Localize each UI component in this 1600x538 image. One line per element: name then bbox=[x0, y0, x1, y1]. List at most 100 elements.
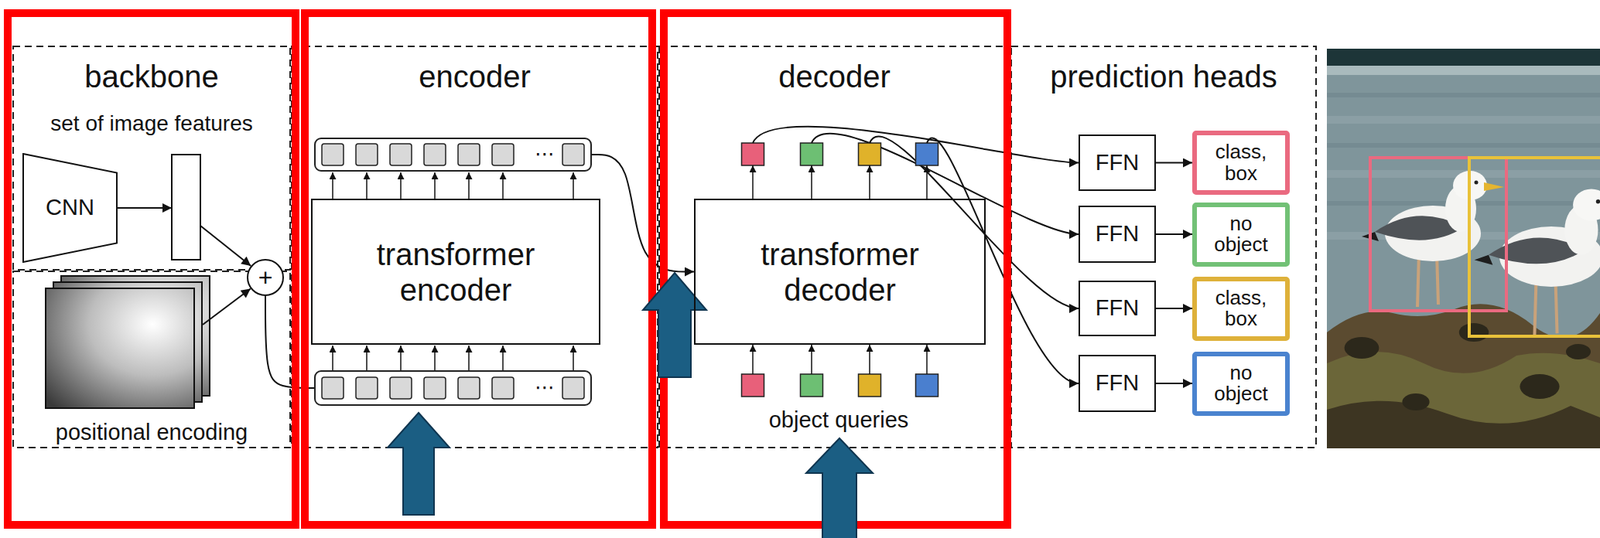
dashed-outline bbox=[659, 46, 1010, 448]
box-label: ⋯ bbox=[534, 143, 555, 167]
highlight-box bbox=[304, 13, 653, 526]
box-label: + bbox=[258, 265, 274, 291]
panel-title: backbone bbox=[84, 58, 219, 95]
small-arrow bbox=[365, 172, 368, 199]
wire-arrow bbox=[117, 207, 172, 209]
object-query-square bbox=[741, 374, 765, 397]
gull-tail bbox=[1474, 255, 1494, 266]
dashed-outline bbox=[1011, 46, 1317, 448]
pointer-arrow bbox=[642, 273, 707, 378]
token-square bbox=[423, 143, 446, 166]
connector bbox=[1155, 307, 1193, 310]
output-box: no object bbox=[1192, 202, 1290, 267]
cnn-trapezoid: CNN bbox=[22, 153, 118, 264]
connectors bbox=[265, 154, 1193, 389]
box-label: CNN bbox=[45, 194, 95, 221]
section-panel: prediction headsFFNclass, boxFFNno objec… bbox=[1010, 45, 1317, 449]
token-square bbox=[423, 377, 446, 400]
wires bbox=[45, 126, 1079, 409]
query-output-square bbox=[800, 143, 824, 166]
photo-rock-spot bbox=[1519, 374, 1559, 400]
box-label: FFN bbox=[1095, 370, 1139, 397]
process-box: FFN bbox=[1078, 205, 1156, 264]
small-arrow bbox=[926, 345, 928, 375]
small-arrow bbox=[468, 172, 470, 199]
token-strip: ⋯ bbox=[314, 370, 592, 407]
panel-title: prediction heads bbox=[1049, 58, 1278, 95]
photo-water bbox=[1326, 48, 1600, 449]
pointer-arrow bbox=[806, 438, 873, 538]
dashed-outline bbox=[13, 271, 291, 448]
token-square bbox=[321, 377, 344, 400]
photo-rock bbox=[1326, 401, 1600, 449]
seagull-photo bbox=[1326, 48, 1600, 449]
small-arrow bbox=[752, 165, 754, 199]
box-label: no object bbox=[1203, 213, 1279, 257]
query-output-square bbox=[741, 143, 765, 166]
photo-wave bbox=[1326, 116, 1600, 124]
process-box: FFN bbox=[1078, 355, 1156, 413]
token-square bbox=[492, 143, 514, 166]
sum-node: + bbox=[246, 259, 284, 297]
photo-wave bbox=[1326, 92, 1600, 98]
bounding-box bbox=[1469, 157, 1600, 337]
small-arrow bbox=[572, 345, 575, 371]
dashed-outline bbox=[13, 46, 291, 271]
token-square bbox=[389, 143, 412, 166]
process-box: transformer encoder bbox=[311, 198, 601, 346]
highlight-boxes bbox=[7, 13, 1008, 538]
gull-leg bbox=[1534, 277, 1536, 337]
token-square bbox=[458, 377, 480, 400]
photo-rock-spot bbox=[1344, 337, 1380, 359]
small-arrow bbox=[868, 165, 871, 199]
photo-band bbox=[1326, 48, 1600, 66]
small-arrow bbox=[502, 345, 504, 371]
query-output-square bbox=[858, 143, 882, 166]
output-box: class, box bbox=[1192, 276, 1290, 342]
connector bbox=[1155, 233, 1193, 236]
photo-rock bbox=[1326, 352, 1600, 449]
dashed-outline bbox=[291, 46, 658, 448]
box-label: FFN bbox=[1095, 221, 1139, 247]
token-square bbox=[458, 143, 480, 166]
gull-head bbox=[1572, 189, 1600, 222]
small-arrow bbox=[572, 172, 575, 199]
output-box: class, box bbox=[1192, 130, 1290, 195]
small-arrow bbox=[434, 345, 436, 371]
object-query-square bbox=[858, 374, 882, 397]
box-label: transformer encoder bbox=[351, 236, 561, 308]
panel-title: decoder bbox=[778, 58, 891, 95]
box-label: ⋯ bbox=[534, 376, 555, 400]
photo-band bbox=[1326, 65, 1600, 76]
wire-arrow bbox=[200, 225, 251, 267]
process-box: FFN bbox=[1078, 134, 1156, 192]
positional-encoding-map bbox=[45, 288, 195, 409]
small-arrow bbox=[331, 172, 334, 199]
photo-wave bbox=[1326, 143, 1600, 148]
query-wire bbox=[926, 137, 1079, 384]
small-arrow bbox=[400, 172, 402, 199]
process-box: transformer decoder bbox=[694, 198, 986, 346]
highlight-box bbox=[7, 13, 296, 526]
section-panel: positional encoding bbox=[12, 270, 291, 449]
object-query-square bbox=[916, 374, 939, 397]
feature-map bbox=[171, 154, 201, 260]
small-arrow bbox=[752, 345, 754, 375]
panel-title: encoder bbox=[418, 58, 531, 95]
photo-rock-spot bbox=[1565, 344, 1591, 360]
object-query-square bbox=[800, 374, 824, 397]
box-label: FFN bbox=[1095, 150, 1139, 176]
pointer-arrow bbox=[387, 413, 450, 516]
box-label: no object bbox=[1203, 362, 1279, 406]
small-arrow bbox=[926, 165, 928, 199]
panel-title: positional encoding bbox=[55, 420, 248, 446]
token-square bbox=[321, 143, 344, 166]
photo-rock-spot bbox=[1401, 393, 1430, 411]
connector bbox=[1155, 162, 1193, 165]
query-wire bbox=[869, 136, 1079, 309]
box-label: transformer decoder bbox=[735, 236, 945, 308]
section-panel: encoder ⋯ transformer encoder ⋯ bbox=[290, 45, 659, 449]
token-square bbox=[492, 377, 514, 400]
query-output-square bbox=[916, 143, 939, 166]
gull-leg bbox=[1417, 252, 1419, 308]
